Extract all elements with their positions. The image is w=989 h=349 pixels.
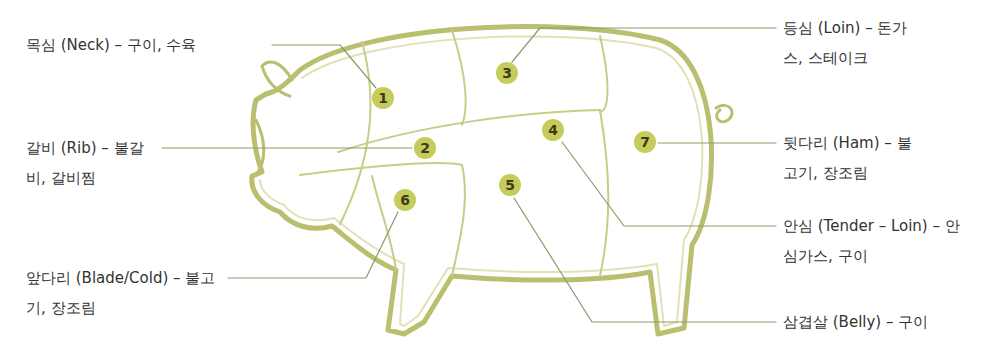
cut-label: 목심 (Neck) – 구이, 수육	[26, 30, 270, 60]
cut-lines	[300, 30, 608, 276]
leader-lines	[162, 28, 776, 322]
cut-label: 앞다리 (Blade/Cold) – 불고기, 장조림	[26, 263, 222, 323]
pig-snout	[256, 120, 264, 172]
pig-tail	[716, 105, 732, 121]
cut-label: 안심 (Tender – Loin) – 안심가스, 구이	[783, 211, 963, 271]
callout-number: 3	[496, 62, 518, 84]
callout-number: 4	[542, 119, 564, 141]
callout-number: 6	[394, 189, 416, 211]
callout-number: 5	[499, 174, 521, 196]
cut-label: 갈비 (Rib) – 불갈비, 갈비찜	[26, 133, 156, 193]
callout-text: 1	[378, 91, 388, 105]
pig-ear	[262, 62, 292, 96]
cut-label: 삼겹살 (Belly) – 구이	[783, 307, 983, 337]
callout-text: 5	[505, 178, 515, 192]
cut-label: 등심 (Loin) – 돈가스, 스테이크	[783, 13, 913, 73]
callout-text: 2	[420, 141, 430, 155]
callout-text: 4	[548, 123, 558, 137]
pig-body	[252, 27, 712, 334]
callout-text: 6	[400, 193, 410, 207]
callout-text: 7	[640, 135, 650, 149]
callout-number: 2	[414, 137, 436, 159]
callout-number: 1	[372, 87, 394, 109]
pig-inner-outline	[260, 36, 702, 326]
callout-number: 7	[634, 131, 656, 153]
cut-label: 뒷다리 (Ham) – 불고기, 장조림	[783, 128, 923, 188]
callout-text: 3	[502, 66, 512, 80]
